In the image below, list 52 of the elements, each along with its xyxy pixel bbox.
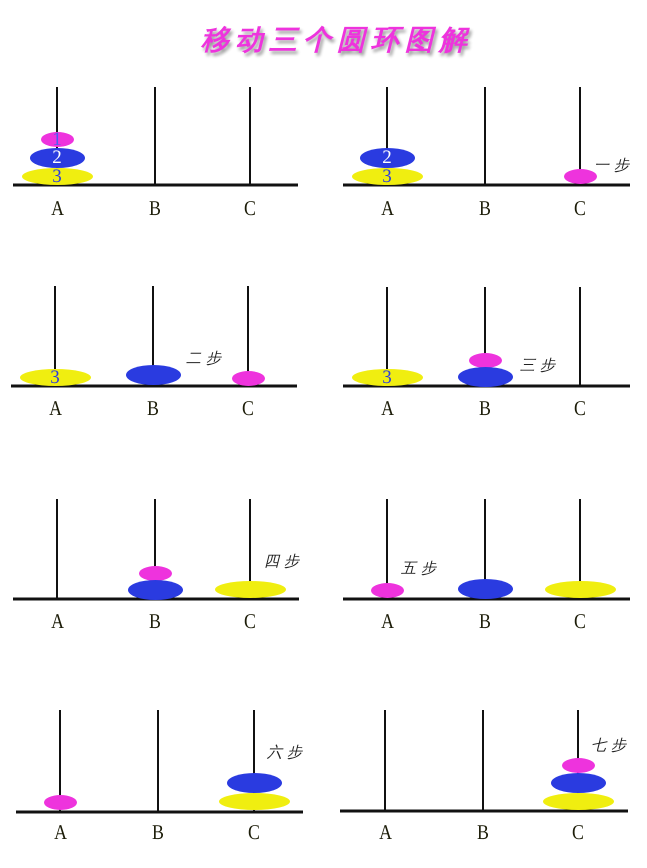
step-label: 二步: [186, 349, 226, 367]
disc: 3: [352, 168, 422, 184]
peg-label: C: [574, 197, 586, 219]
disc: 3: [20, 368, 90, 386]
disc: [468, 352, 502, 368]
step-label: 六步: [267, 743, 307, 761]
step-label: 四步: [264, 552, 304, 570]
peg-label: C: [572, 821, 584, 843]
disc: [562, 758, 594, 772]
peg-label: A: [380, 197, 394, 219]
peg-label: A: [378, 821, 392, 843]
peg-label: B: [479, 397, 491, 419]
step-label: 一步: [594, 156, 634, 174]
disc: [370, 582, 404, 598]
disc: [226, 773, 282, 793]
disc: [44, 794, 76, 810]
disc: 1: [40, 132, 74, 146]
peg-label: C: [574, 610, 586, 632]
disc: 3: [352, 368, 422, 386]
step-label: 三步: [520, 356, 560, 374]
peg-label: A: [380, 610, 394, 632]
peg-label: B: [477, 821, 489, 843]
peg-label: B: [479, 197, 491, 219]
peg-label: C: [242, 397, 254, 419]
disc: [550, 773, 606, 793]
step-label: 五步: [401, 559, 441, 577]
disc: 2: [360, 148, 414, 168]
disc: [232, 370, 264, 386]
title: 移动三个圆环图解: [201, 23, 473, 57]
step-label: 七步: [591, 736, 631, 754]
peg-label: A: [50, 610, 64, 632]
disc: [458, 367, 512, 387]
peg-label: C: [574, 397, 586, 419]
peg-label: C: [248, 821, 260, 843]
disc: 3: [22, 168, 92, 184]
disc: 2: [30, 148, 84, 168]
disc: [458, 579, 512, 599]
peg-label: B: [149, 197, 161, 219]
disc: [138, 566, 172, 580]
peg-label: B: [479, 610, 491, 632]
peg-label: B: [147, 397, 159, 419]
peg-label: C: [244, 197, 256, 219]
peg-label: A: [380, 397, 394, 419]
peg-label: B: [149, 610, 161, 632]
disc: [564, 168, 596, 184]
peg-label: B: [152, 821, 164, 843]
disc: [128, 580, 182, 600]
peg-label: A: [54, 821, 67, 843]
peg-label: A: [50, 197, 64, 219]
peg-label: A: [48, 397, 62, 419]
disc: [126, 365, 180, 385]
peg-label: C: [244, 610, 256, 632]
